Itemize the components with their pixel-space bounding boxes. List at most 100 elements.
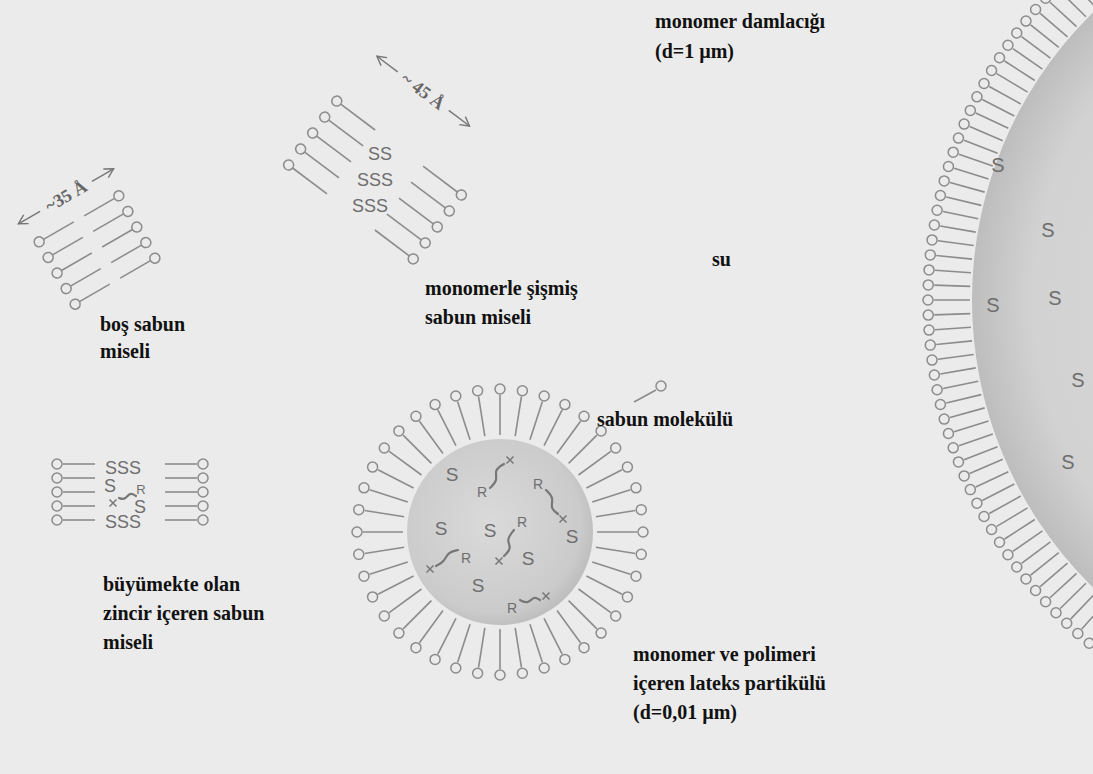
soap-tail xyxy=(557,610,581,642)
soap-head xyxy=(451,391,461,401)
soap-tail xyxy=(959,434,993,446)
soap-tail xyxy=(578,451,610,475)
soap-tail xyxy=(936,255,972,259)
soap-tail xyxy=(363,531,403,533)
soap-tail xyxy=(387,214,421,240)
soap-head xyxy=(1041,0,1051,3)
soap-tail xyxy=(120,261,150,279)
medium-label: su xyxy=(712,246,731,272)
soap-head xyxy=(1021,574,1031,584)
soap-head xyxy=(925,250,935,260)
soap-head xyxy=(972,92,982,102)
soap-tail xyxy=(93,214,123,232)
soap-head xyxy=(948,147,958,157)
soap-head xyxy=(473,668,483,678)
soap-tail xyxy=(976,113,1009,128)
soap-tail xyxy=(989,496,1020,513)
soap-head xyxy=(560,654,570,664)
soap-tail xyxy=(544,410,562,446)
species-letter: R xyxy=(136,483,145,496)
soap-head xyxy=(32,235,46,249)
soap-head xyxy=(495,384,505,394)
soap-tail xyxy=(1040,13,1067,36)
soap-tail xyxy=(950,408,985,418)
soap-head xyxy=(294,142,308,156)
soap-tail xyxy=(1013,531,1043,552)
soap-tail xyxy=(943,381,978,388)
soap-head xyxy=(959,471,969,481)
soap-head xyxy=(354,549,364,559)
soap-head xyxy=(1012,28,1022,38)
dimension-label: ~ 45 Å xyxy=(398,69,448,113)
soap-tail xyxy=(329,120,363,146)
soap-tail xyxy=(365,547,405,553)
soap-head xyxy=(52,459,62,469)
soap-head xyxy=(198,459,208,469)
soap-tail xyxy=(515,397,521,437)
soap-head xyxy=(1041,597,1051,607)
soap-head xyxy=(1003,40,1013,50)
soap-tail xyxy=(111,245,141,263)
soap-tail xyxy=(419,421,443,453)
radical-mark xyxy=(110,500,117,507)
soap-head xyxy=(972,498,982,508)
soap-head xyxy=(656,381,666,391)
soap-tail xyxy=(52,237,82,255)
soap-tail xyxy=(63,491,95,493)
soap-tail xyxy=(1071,0,1093,7)
soap-head xyxy=(929,370,939,380)
soap-head xyxy=(979,79,989,89)
dimension-line xyxy=(92,169,114,182)
soap-tail xyxy=(935,270,971,272)
micelle-figure xyxy=(282,94,469,266)
soap-tail xyxy=(954,421,988,432)
soap-tail xyxy=(592,562,630,574)
soap-head xyxy=(330,94,344,108)
species-letter: SSS xyxy=(105,513,141,531)
soap-tail xyxy=(1060,583,1086,608)
soap-tail xyxy=(934,299,970,301)
soap-head xyxy=(932,385,942,395)
soap-head xyxy=(953,457,963,467)
soap-tail xyxy=(1031,553,1059,576)
soap-head xyxy=(935,399,945,409)
soap-tail xyxy=(375,230,409,256)
soap-tail xyxy=(70,269,100,287)
dimension-line xyxy=(449,110,470,126)
soap-head xyxy=(52,515,62,525)
latex-particle-core xyxy=(407,439,593,625)
soap-head xyxy=(130,220,144,234)
species-letter: SSS xyxy=(357,171,393,189)
soap-head xyxy=(442,204,456,218)
soap-tail xyxy=(479,628,485,668)
soap-head xyxy=(430,400,440,410)
soap-head xyxy=(473,386,483,396)
caption-text: monomer ve polimeri içeren lateks partik… xyxy=(633,640,863,727)
species-letter: S xyxy=(991,155,1004,175)
soap-tail xyxy=(946,197,981,205)
soap-head xyxy=(52,501,62,511)
species-letter: S xyxy=(435,519,448,538)
species-letter: S xyxy=(986,295,999,315)
soap-tail xyxy=(1040,563,1067,586)
soap-head xyxy=(611,443,621,453)
soap-head xyxy=(924,265,934,275)
species-letter: S xyxy=(1041,220,1054,240)
soap-tail xyxy=(165,491,197,493)
dimension-line xyxy=(377,56,398,72)
soap-tail xyxy=(389,451,421,475)
soap-tail xyxy=(438,618,456,654)
soap-tail xyxy=(982,100,1014,116)
soap-tail xyxy=(458,624,470,662)
soap-head xyxy=(352,527,362,537)
soap-head xyxy=(943,161,953,171)
soap-tail xyxy=(370,562,408,574)
soap-head xyxy=(368,462,378,472)
soap-head xyxy=(41,251,55,265)
soap-head xyxy=(495,670,505,680)
soap-head xyxy=(306,126,320,140)
monomer-droplet xyxy=(923,0,1093,751)
soap-tail xyxy=(63,463,95,465)
soap-tail xyxy=(586,470,622,488)
soap-tail xyxy=(61,253,91,271)
